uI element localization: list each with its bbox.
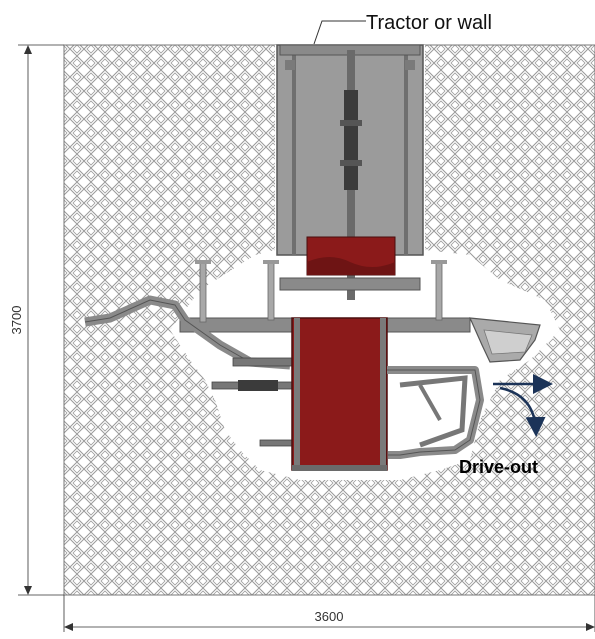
machine-drawing (84, 44, 541, 471)
width-dimension-label: 3600 (315, 609, 344, 624)
red-main-body (291, 317, 388, 471)
callout-label: Tractor or wall (366, 12, 492, 34)
callout-leader (313, 20, 366, 45)
dimension-lines (18, 44, 595, 632)
drive-out-label: Drive-out (459, 457, 538, 477)
height-dimension-label: 3700 (9, 306, 24, 335)
drive-out-arrow (493, 374, 553, 437)
